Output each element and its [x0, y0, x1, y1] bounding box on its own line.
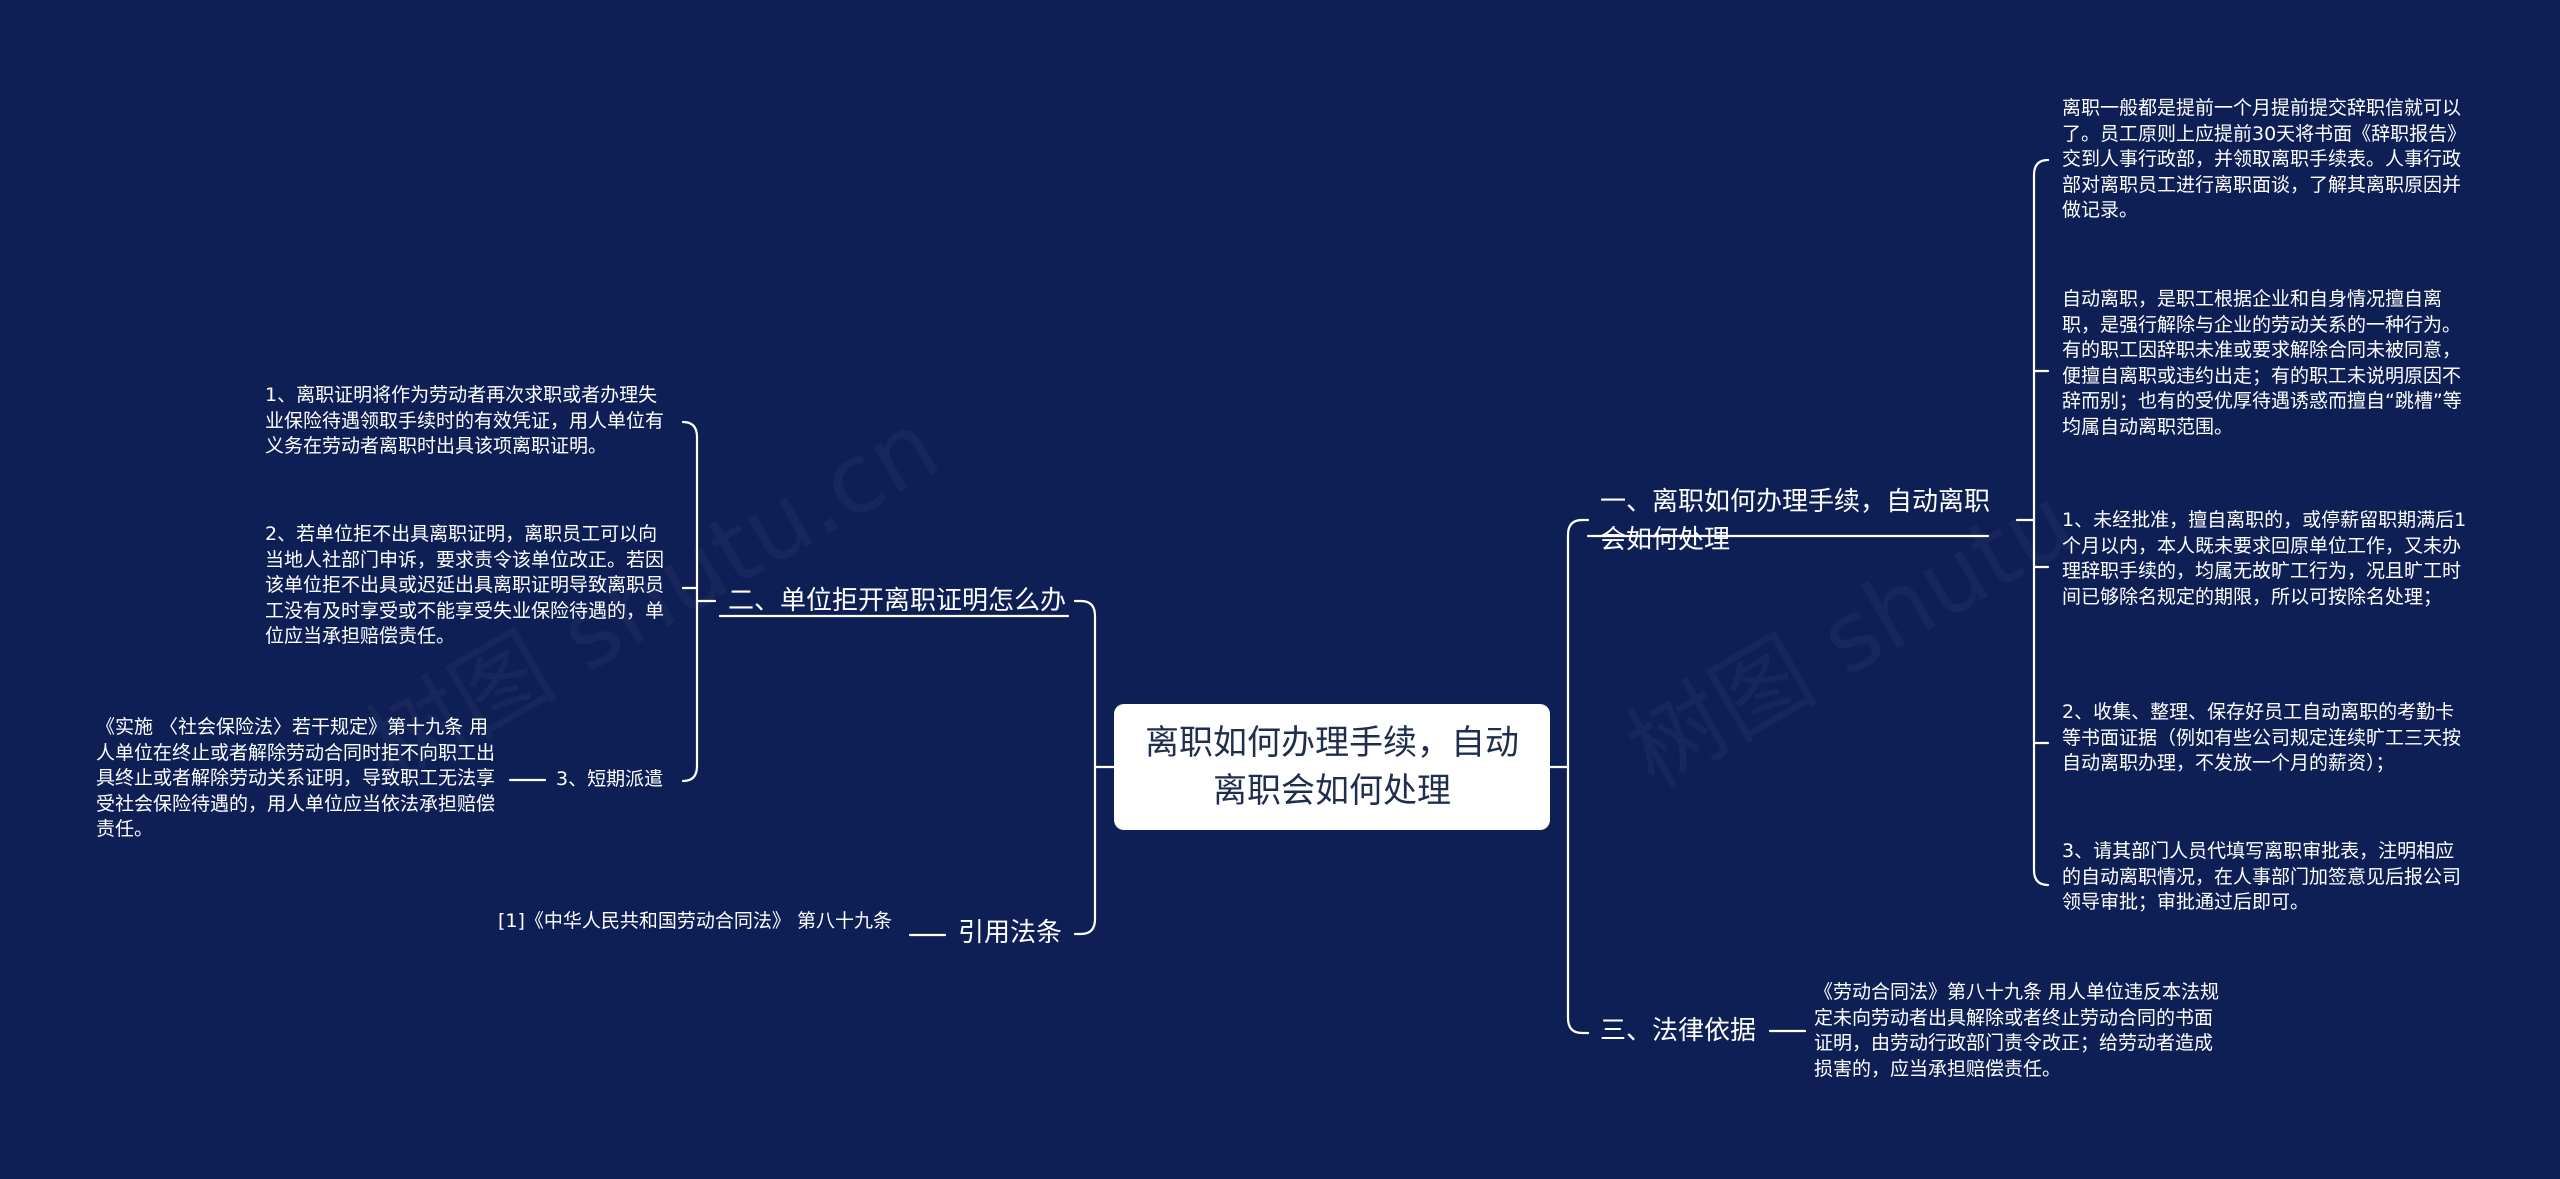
- leaf-unapproved-leave: 1、未经批准，擅自离职的，或停薪留职期满后1个月以内，本人既未要求回原单位工作，…: [2062, 509, 2467, 608]
- leaf-social-insurance-rule: 《实施 〈社会保险法〉若干规定》第十九条 用人单位在终止或者解除劳动合同时拒不向…: [96, 716, 496, 840]
- branch-label-line2: 会如何处理: [1600, 525, 1731, 555]
- leaf-certificate-purpose: 1、离职证明将作为劳动者再次求职或者办理失业保险待遇领取手续时的有效凭证，用人单…: [265, 384, 665, 457]
- leaf-resign-procedure: 离职一般都是提前一个月提前提交辞职信就可以了。员工原则上应提前30天将书面《辞职…: [2062, 97, 2467, 221]
- leaf-approval-form: 3、请其部门人员代填写离职审批表，注明相应的自动离职情况，在人事部门加签意见后报…: [2062, 840, 2462, 913]
- leaf-cited-law-article: [1]《中华人民共和国劳动合同法》 第八十九条: [498, 910, 892, 932]
- branch-how-to-resign[interactable]: 一、离职如何办理手续，自动离职 会如何处理: [1600, 483, 1990, 559]
- root-topic[interactable]: 离职如何办理手续，自动离职会如何处理: [1114, 704, 1550, 830]
- branch-label-line1: 一、离职如何办理手续，自动离职: [1600, 487, 1991, 517]
- leaf-collect-evidence: 2、收集、整理、保存好员工自动离职的考勤卡等书面证据（例如有些公司规定连续旷工三…: [2062, 701, 2462, 774]
- leaf-self-resign-definition: 自动离职，是职工根据企业和自身情况擅自离职，是强行解除与企业的劳动关系的一种行为…: [2062, 288, 2462, 438]
- connector-left-spine: [1079, 599, 1097, 936]
- leaf-appeal-to-authority: 2、若单位拒不出具离职证明，离职员工可以向当地人社部门申诉，要求责令该单位改正。…: [265, 523, 665, 647]
- connector-b2-bracket: [681, 420, 717, 783]
- connector-right-spine: [1566, 518, 1584, 1035]
- leaf-labor-contract-law: 《劳动合同法》第八十九条 用人单位违反本法规定未向劳动者出具解除或者终止劳动合同…: [1814, 981, 2220, 1080]
- leaf-short-dispatch: 3、短期派遣: [556, 768, 664, 790]
- connector-b1-bracket: [2015, 158, 2050, 887]
- branch-cited-law[interactable]: 引用法条: [958, 918, 1063, 948]
- branch-refuse-certificate[interactable]: 二、单位拒开离职证明怎么办: [728, 586, 1067, 616]
- root-title: 离职如何办理手续，自动离职会如何处理: [1145, 723, 1519, 811]
- branch-legal-basis[interactable]: 三、法律依据: [1600, 1016, 1757, 1046]
